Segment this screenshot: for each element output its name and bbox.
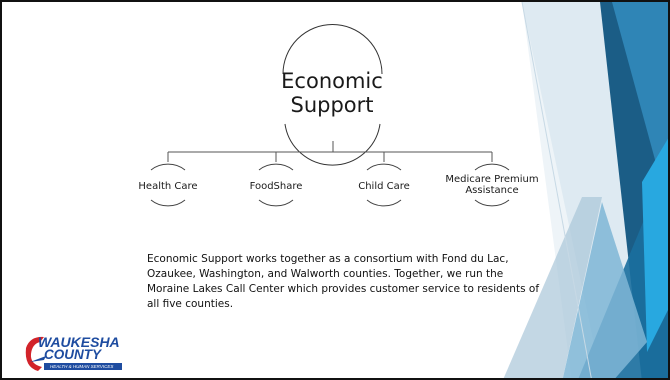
org-child-foodshare: FoodShare bbox=[249, 181, 303, 192]
org-child-health-care: Health Care bbox=[138, 181, 198, 192]
decor-facet-shadow bbox=[503, 197, 602, 378]
child-care-node-arc-top bbox=[366, 163, 402, 171]
description-text: Economic Support works together as a con… bbox=[147, 253, 540, 310]
logo-bar bbox=[44, 363, 122, 370]
medicare-node-arc-bottom bbox=[474, 199, 510, 207]
child-care-node-arc-bottom bbox=[366, 199, 402, 207]
org-child-child-care: Child Care bbox=[358, 181, 410, 192]
decor-facet-bright bbox=[642, 138, 668, 352]
org-root-title: Economic Support bbox=[281, 69, 383, 117]
decor-facet-mid bbox=[612, 2, 668, 208]
health-care-node-arc-top bbox=[150, 163, 186, 171]
decor-facet-blue bbox=[562, 202, 647, 378]
foodshare-node-arc-bottom bbox=[258, 199, 294, 207]
waukesha-county-logo: WAUKESHA COUNTY HEALTH & HUMAN SERVICES bbox=[24, 334, 142, 374]
logo-swoosh-icon bbox=[25, 336, 46, 371]
health-care-node-arc-bottom bbox=[150, 199, 186, 207]
logo-tagline: HEALTH & HUMAN SERVICES bbox=[50, 364, 114, 369]
root-node-arc-top bbox=[282, 24, 383, 75]
foodshare-node-arc-top bbox=[258, 163, 294, 171]
logo-line1: WAUKESHA bbox=[38, 334, 120, 350]
decor-line bbox=[521, 2, 592, 378]
logo-line2: COUNTY bbox=[44, 347, 101, 362]
medicare-node-arc-top bbox=[474, 163, 510, 171]
root-node-arc-bottom bbox=[284, 123, 381, 166]
org-child-medicare-premium-assistance: Medicare Premium Assistance bbox=[445, 174, 539, 196]
